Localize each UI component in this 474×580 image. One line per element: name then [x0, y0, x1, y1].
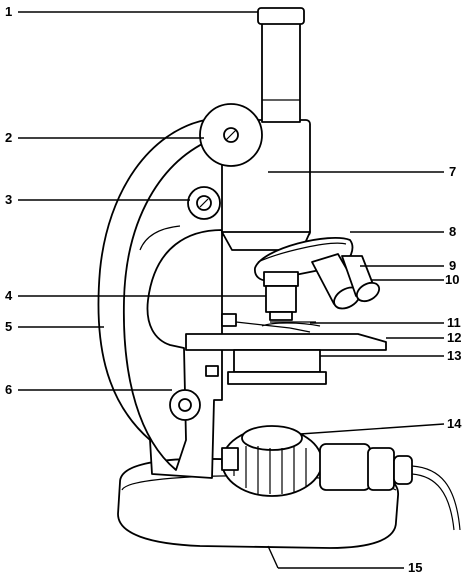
leader-line-15a	[267, 545, 279, 569]
label-15: 15	[408, 560, 422, 575]
part-labels: 1 2 3 4 5 6 7 8 9 10 11 12 13 14 15	[5, 4, 462, 575]
label-8: 8	[449, 224, 456, 239]
label-1: 1	[5, 4, 12, 19]
leader-line-14	[299, 423, 445, 435]
diaphragm-knob	[169, 389, 201, 421]
objective-lens-high	[341, 255, 381, 303]
illuminator	[221, 425, 461, 531]
label-7: 7	[449, 164, 456, 179]
label-3: 3	[5, 192, 12, 207]
microscope-arm	[97, 119, 223, 479]
label-11: 11	[447, 315, 461, 330]
coarse-adjustment-knob	[199, 103, 263, 167]
label-6: 6	[5, 382, 12, 397]
label-2: 2	[5, 130, 12, 145]
fine-adjustment-knob	[187, 186, 221, 220]
label-10: 10	[445, 272, 459, 287]
leader-lines	[18, 11, 445, 569]
microscope-stage	[185, 313, 387, 385]
label-12: 12	[447, 330, 461, 345]
stage-clip	[261, 321, 321, 327]
label-13: 13	[447, 348, 461, 363]
label-14: 14	[447, 416, 462, 431]
revolving-nosepiece	[254, 236, 354, 282]
label-9: 9	[449, 258, 456, 273]
label-4: 4	[5, 288, 13, 303]
objective-lens-low	[263, 271, 299, 321]
label-5: 5	[5, 319, 12, 334]
